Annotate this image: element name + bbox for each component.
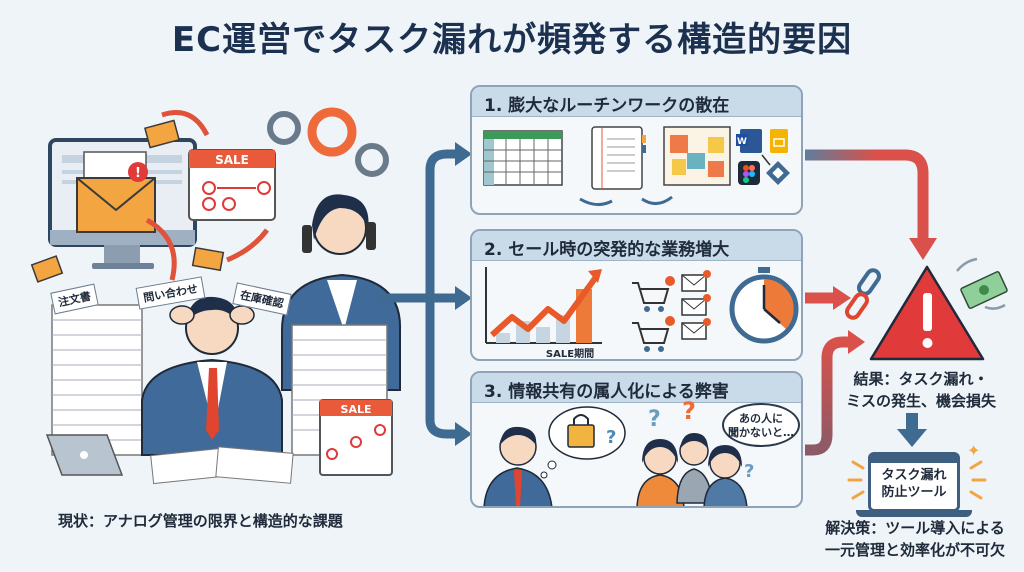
shopping-cart-icon xyxy=(632,316,675,352)
svg-text:!: ! xyxy=(135,166,141,181)
panel-routine-work: 1. 膨大なルーチンワークの散在 xyxy=(470,85,803,215)
flying-money-icon xyxy=(956,257,1008,310)
loose-paper xyxy=(215,446,294,484)
curved-arrow-icon xyxy=(145,217,177,281)
mail-alert-icon xyxy=(681,294,711,316)
page-title: EC運営でタスク漏れが頻発する構造的要因 xyxy=(171,20,853,60)
down-arrow-icon xyxy=(897,413,927,447)
thought-bubble-lock: ? xyxy=(540,406,626,479)
cycle-arrow-icon xyxy=(641,195,673,205)
lock-folder-icon xyxy=(567,424,595,448)
svg-text:W: W xyxy=(737,137,747,147)
panel-header: 3. 情報共有の属人化による弊害 xyxy=(472,373,801,403)
small-envelope-icon xyxy=(191,246,225,272)
figma-icon xyxy=(738,161,760,185)
warning-triangle-icon xyxy=(869,265,985,361)
spreadsheet-icon xyxy=(483,130,563,186)
question-mark-icon: ? xyxy=(648,407,661,432)
curved-arrow-icon xyxy=(226,228,269,263)
tool-name: タスク漏れ 防止ツール xyxy=(881,468,947,500)
office-chaos-illustration: ! SALE xyxy=(30,107,402,485)
laptop-base xyxy=(856,510,972,517)
arrow-from-panel-3 xyxy=(805,336,850,456)
colleague-woman-blue xyxy=(703,445,748,506)
broken-chain-icon xyxy=(845,268,882,320)
siloed-info-illustration: ? xyxy=(483,406,748,506)
svg-text:?: ? xyxy=(606,427,616,448)
svg-text:SALE: SALE xyxy=(215,153,249,167)
curved-arrow-icon xyxy=(161,110,210,137)
left-illustration: ! SALE xyxy=(22,100,402,495)
word-icon: W xyxy=(736,129,762,153)
small-envelope-icon xyxy=(144,119,180,149)
solution-caption: 解決策：ツール導入による 一元管理と効率化が不可欠 xyxy=(824,519,1005,559)
sparkle-rays: ✦ xyxy=(847,441,987,500)
question-mark-icon: ? xyxy=(744,461,755,482)
panel-header: 1. 膨大なルーチンワークの散在 xyxy=(472,87,801,117)
stopwatch-icon xyxy=(729,267,799,344)
convergence-arrows xyxy=(805,149,937,456)
paper-stack-left xyxy=(51,304,143,456)
cycle-arrow-icon xyxy=(579,197,613,206)
small-envelope-icon xyxy=(30,255,64,283)
sale-workload-icons: SALE期間 xyxy=(485,267,799,360)
colleague-man-grey xyxy=(676,433,713,504)
mail-alert-icon xyxy=(681,318,711,340)
shopping-cart-icon xyxy=(632,276,675,312)
speech-bubble: あの人に 聞かないと… xyxy=(722,403,800,447)
panel-siloed-information: 3. 情報共有の属人化による弊害 ? xyxy=(470,371,803,508)
laptop-titlebar xyxy=(871,455,957,463)
slides-icon xyxy=(770,129,788,153)
thinking-man xyxy=(483,426,553,506)
sale-calendar-icon: SALE xyxy=(188,149,276,221)
routine-work-icons: W xyxy=(483,126,790,206)
desk-sale-calendar-icon: SALE xyxy=(319,399,393,476)
sticky-notes-board-icon xyxy=(663,126,731,186)
question-mark-icon: ? xyxy=(682,397,696,425)
current-state-caption: 現状：アナログ管理の限界と構造的な課題 xyxy=(58,512,343,530)
sale-period-label: SALE期間 xyxy=(546,347,594,360)
branching-arrow-icon xyxy=(375,142,472,446)
svg-text:SALE: SALE xyxy=(341,403,372,416)
email-envelope-icon: ! xyxy=(76,151,156,233)
arrow-from-panel-1 xyxy=(805,149,929,240)
broken-gears-icon xyxy=(267,107,389,177)
result-caption: 結果：タスク漏れ・ ミスの発生、機会損失 xyxy=(845,370,996,410)
task-tool-laptop: タスク漏れ 防止ツール xyxy=(868,452,960,512)
stressed-man-at-desk xyxy=(141,296,283,456)
result-icons xyxy=(845,257,1008,361)
diamond-app-icon xyxy=(766,161,790,185)
notebook-icon xyxy=(591,126,646,190)
panel-header: 2. セール時の突発的な業務増大 xyxy=(472,231,801,261)
rising-chart-icon xyxy=(485,267,602,344)
panel-sale-workload: 2. セール時の突発的な業務増大 SALE期間 xyxy=(470,229,803,361)
laptop-icon xyxy=(45,434,124,476)
mail-alert-icon xyxy=(681,270,711,292)
sparkle-icon: ✦ xyxy=(967,441,980,460)
